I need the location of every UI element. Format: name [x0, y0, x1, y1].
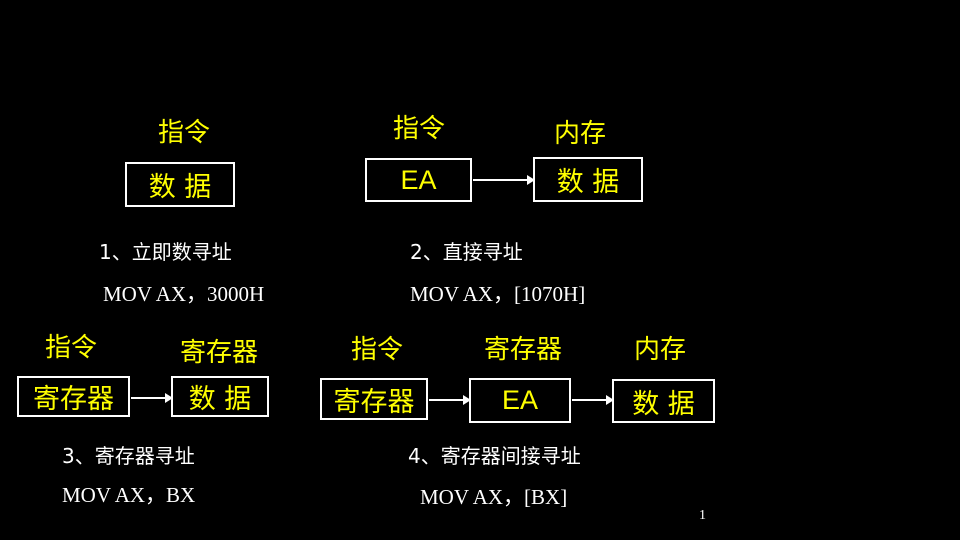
d2-data-box: 数 据 — [533, 157, 643, 202]
d3-register-label: 寄存器 — [180, 338, 259, 368]
d4-caption: 4、寄存器间接寻址 — [408, 444, 581, 468]
d3-register-box: 寄存器 — [17, 376, 130, 417]
d1-code: MOV AX，3000H — [103, 282, 265, 306]
d3-data-box: 数 据 — [171, 376, 269, 417]
d4-data-box: 数 据 — [612, 379, 715, 423]
d4-register-label: 寄存器 — [484, 335, 563, 365]
d1-caption: 1、立即数寻址 — [99, 240, 232, 264]
d4-ea-box: EA — [469, 378, 571, 423]
d1-instruction-label: 指令 — [158, 118, 211, 148]
d2-ea-box: EA — [365, 158, 472, 202]
d4-arrow-register-to-ea — [429, 395, 471, 405]
d3-code: MOV AX，BX — [62, 483, 196, 507]
page-number: 1 — [699, 508, 706, 523]
d1-data-box: 数 据 — [125, 162, 235, 207]
d2-code: MOV AX，[1070H] — [410, 282, 586, 306]
d4-arrow-ea-to-data — [572, 395, 614, 405]
d4-register-box: 寄存器 — [320, 378, 428, 420]
d2-caption: 2、直接寻址 — [410, 240, 523, 264]
d3-caption: 3、寄存器寻址 — [62, 444, 195, 468]
d4-instruction-label: 指令 — [351, 335, 404, 365]
d2-arrow-ea-to-data — [473, 175, 535, 185]
d4-memory-label: 内存 — [634, 335, 687, 365]
d3-arrow-register-to-data — [131, 393, 173, 403]
d4-code: MOV AX，[BX] — [420, 485, 568, 509]
d2-memory-label: 内存 — [554, 119, 607, 149]
d2-instruction-label: 指令 — [393, 114, 446, 144]
d3-instruction-label: 指令 — [45, 333, 98, 363]
